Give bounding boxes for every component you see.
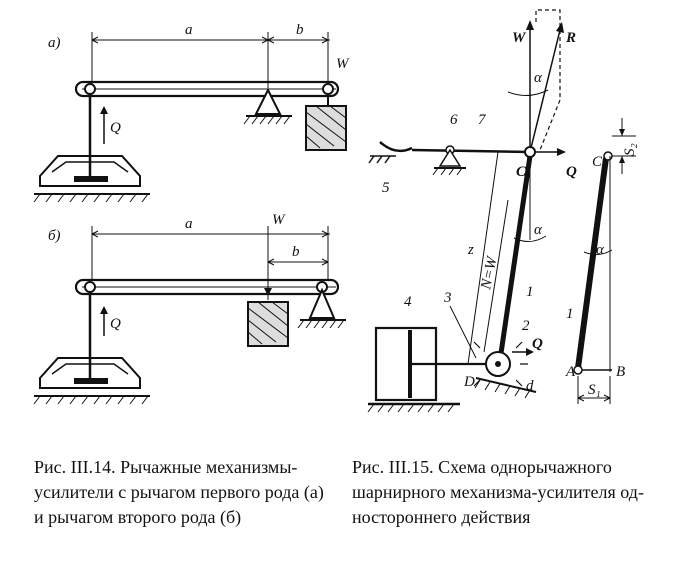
label-S1: S₁ <box>588 382 601 398</box>
dimension-label-b: b <box>296 22 304 38</box>
caption-line: усилители с рычагом первого рода (а) <box>34 482 324 502</box>
label-d: d <box>526 378 534 394</box>
label-S2: S₂ <box>622 143 638 156</box>
label-R: R <box>565 30 576 46</box>
caption-line: Рис. III.14. Рычажные механизмы- <box>34 457 298 477</box>
figure-15-caption: Рис. III.15. Схема однорычажного шарнирн… <box>352 455 652 530</box>
force-label-Q: Q <box>110 120 121 136</box>
panel-a-tag: а) <box>48 35 61 51</box>
caption-line: и рычагом второго рода (б) <box>34 507 242 527</box>
figure-14-caption: Рис. III.14. Рычажные механизмы- усилите… <box>34 455 334 530</box>
label-alpha-right: α <box>596 242 605 258</box>
label-6: 6 <box>450 112 458 128</box>
figure-14b-lever-second-kind <box>33 226 346 405</box>
label-D: D <box>463 374 475 390</box>
label-N-equals-W: N=W <box>478 254 501 292</box>
label-W-top: W <box>512 30 527 46</box>
label-2: 2 <box>522 318 530 334</box>
figure-14a-lever-first-kind <box>33 32 347 203</box>
caption-line: ностороннего действия <box>352 507 531 527</box>
panel-b-tag: б) <box>48 228 61 244</box>
label-B: B <box>616 364 625 380</box>
label-alpha-top: α <box>534 70 543 86</box>
label-7: 7 <box>478 112 487 128</box>
label-C-right: C <box>592 154 603 170</box>
label-1: 1 <box>526 284 534 300</box>
label-Q-bottom: Q <box>532 336 543 352</box>
dimension-label-a: a <box>185 22 193 38</box>
label-1-right: 1 <box>566 306 574 322</box>
caption-line: шарнирного механизма-усилителя од- <box>352 482 644 502</box>
label-A: A <box>565 364 576 380</box>
label-Q: Q <box>566 164 577 180</box>
caption-line: Рис. III.15. Схема однорычажного <box>352 457 612 477</box>
label-4: 4 <box>404 294 412 310</box>
panel-b-force-label-W: W <box>272 212 286 228</box>
panel-b-dimension-label-a: a <box>185 216 193 232</box>
panel-b-force-label-Q: Q <box>110 316 121 332</box>
label-alpha-mid: α <box>534 222 543 238</box>
label-z: z <box>467 242 474 258</box>
label-5: 5 <box>382 180 390 196</box>
figure-15-single-lever-mechanism <box>367 9 636 413</box>
label-C: C <box>516 164 527 180</box>
force-label-W: W <box>336 56 350 72</box>
label-3: 3 <box>443 290 452 306</box>
panel-b-dimension-label-b: b <box>292 244 300 260</box>
